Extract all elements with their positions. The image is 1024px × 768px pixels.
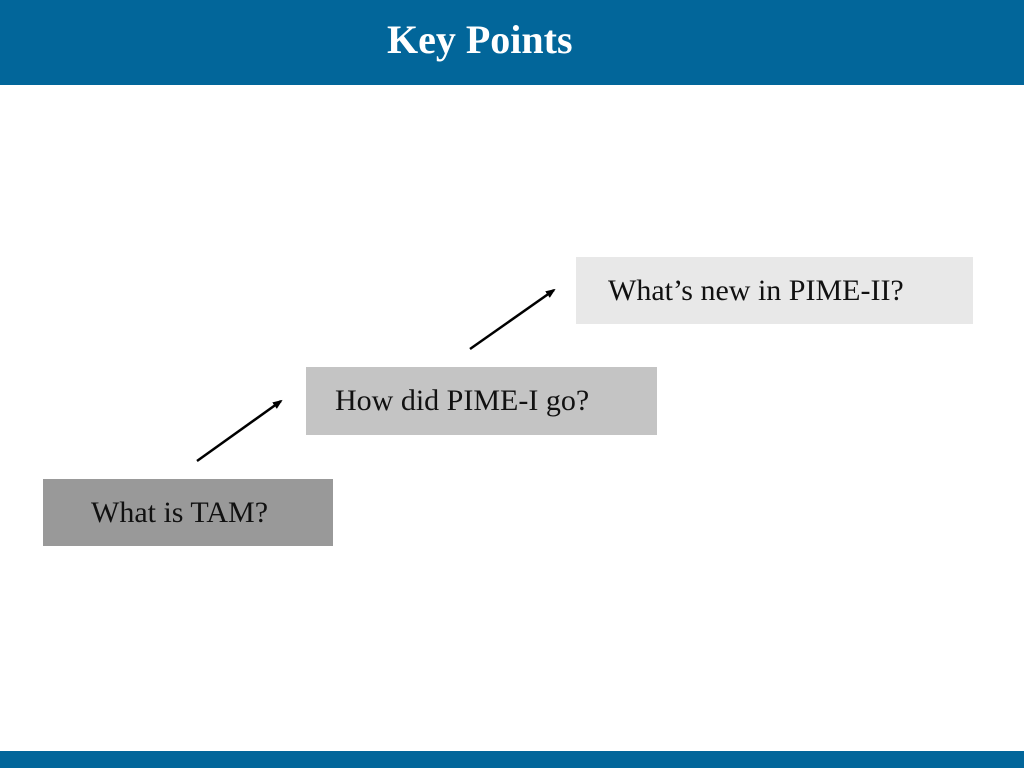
step-box-pime-ii: What’s new in PIME-II? [576,257,973,324]
footer-bar [0,751,1024,768]
step-box-tam: What is TAM? [43,479,333,546]
arrow-up-right-icon [469,288,556,351]
step-box-pime-i: How did PIME-I go? [306,367,657,435]
slide-title: Key Points [387,17,573,62]
header-bar: Key Points [0,0,1024,85]
arrow-up-right-icon [196,399,283,463]
step-label: How did PIME-I go? [335,384,590,417]
step-label: What is TAM? [91,495,269,529]
step-label: What’s new in PIME-II? [608,273,904,307]
